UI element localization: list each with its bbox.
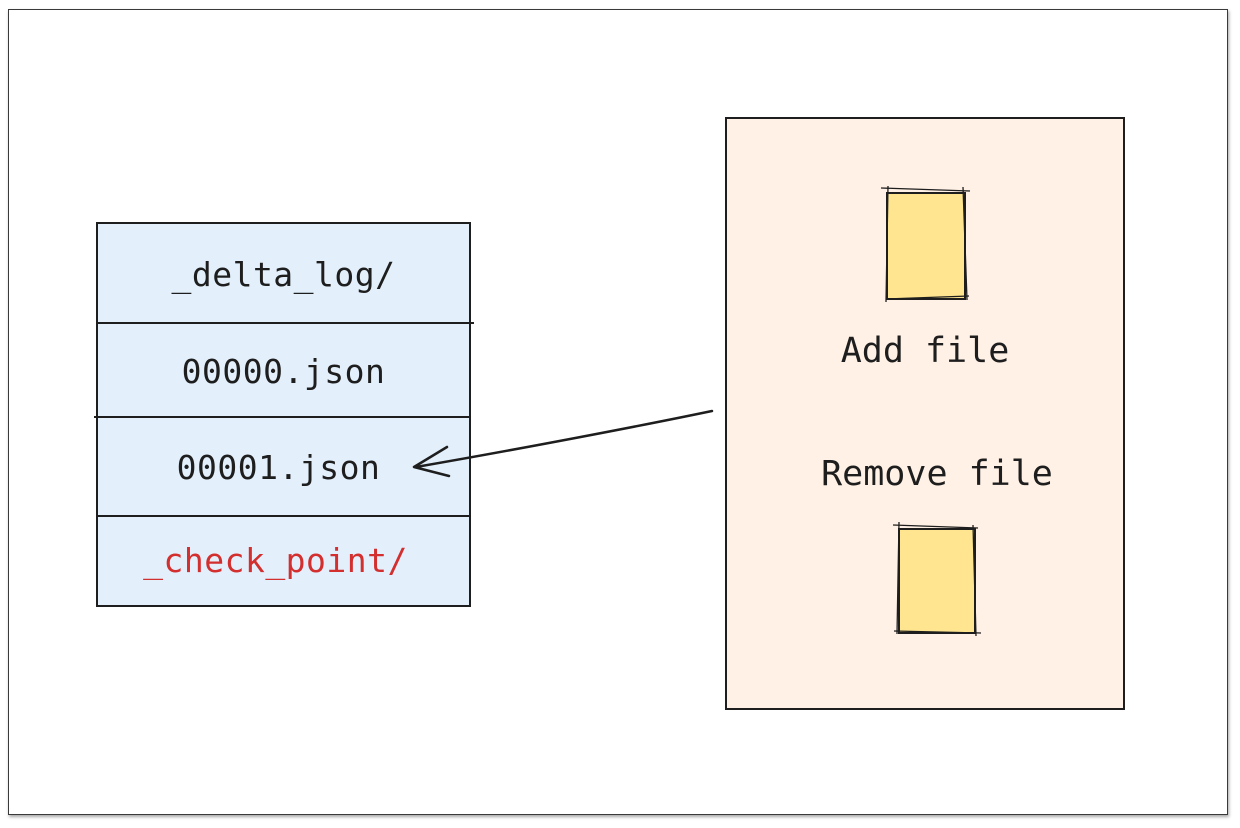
row-divider [96, 515, 471, 517]
log-entry-00000: 00000.json [98, 324, 469, 418]
log-entry-00001-label: 00001.json [176, 447, 381, 487]
delta-log-header: _delta_log/ [98, 224, 469, 324]
remove-file-label: Remove file [821, 454, 1053, 494]
checkpoint-entry: _check_point/ [98, 516, 469, 605]
log-entry-00001: 00001.json [98, 418, 469, 516]
log-entry-00000-label: 00000.json [181, 351, 386, 391]
add-file-label: Add file [840, 331, 1010, 371]
remove-file-icon [898, 528, 976, 634]
delta-log-header-label: _delta_log/ [171, 254, 396, 294]
checkpoint-entry-label: _check_point/ [143, 541, 408, 580]
row-divider [94, 416, 471, 418]
add-file-icon [886, 192, 966, 300]
delta-log-stack: _delta_log/ 00000.json 00001.json _check… [94, 222, 474, 607]
file-actions-panel: Add file Remove file [725, 117, 1125, 710]
row-divider [96, 322, 474, 324]
